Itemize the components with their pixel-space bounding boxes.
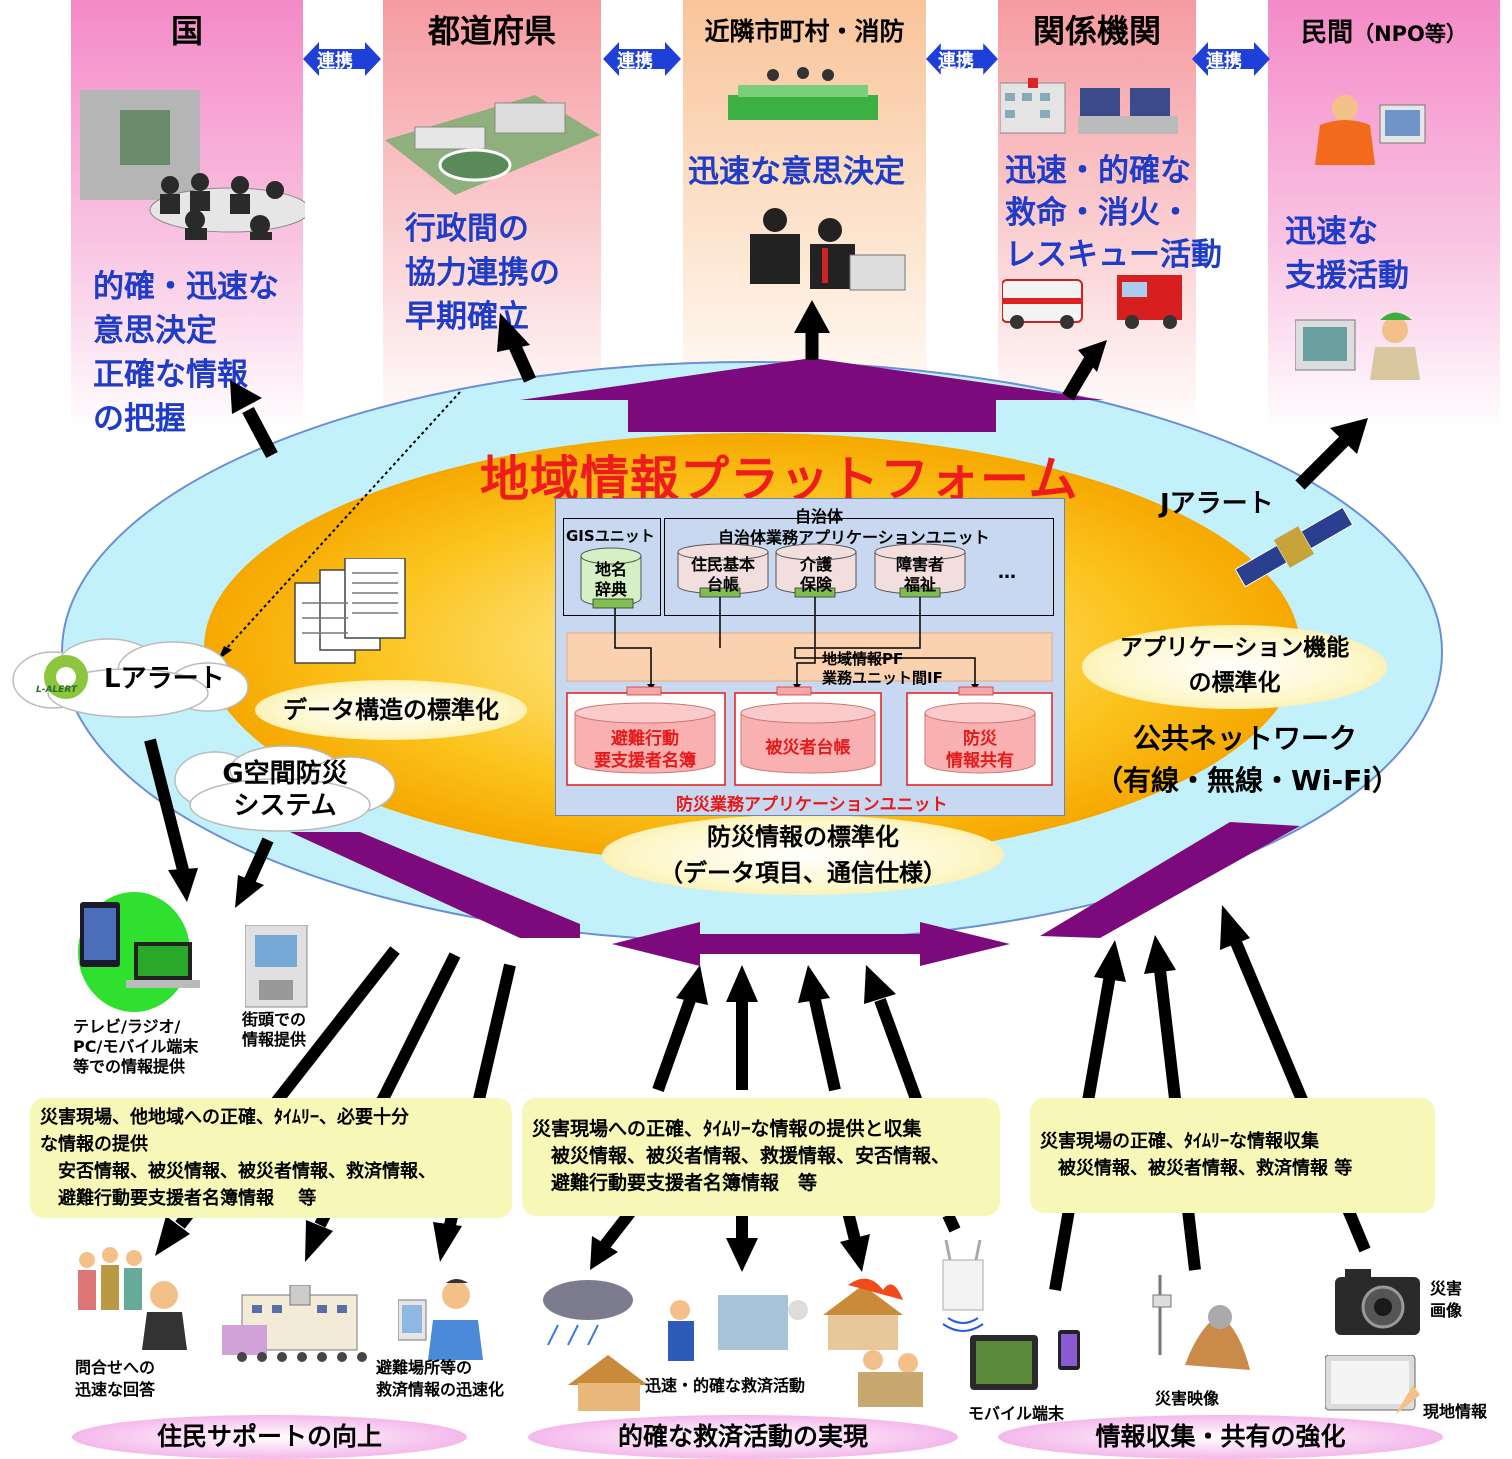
gis-unit-label: GISユニット — [566, 527, 655, 545]
video-label: 災害映像 — [1155, 1389, 1220, 1408]
juumin-kihon-db: 住民基本 台帳 — [690, 555, 755, 594]
image-label: 災害 画像 — [1430, 1279, 1463, 1320]
bousai-std-oval: 防災情報の標準化 （データ項目、通信仕様） — [602, 815, 1004, 895]
tv-info-label: テレビ/ラジオ/ PC/モバイル端末 等での情報提供 — [73, 1017, 199, 1076]
column-title: 都道府県 — [427, 12, 556, 50]
data-structure-oval: データ構造の標準化 — [255, 680, 527, 740]
platform-inner-graphics — [566, 543, 1053, 786]
documents-icon — [294, 558, 406, 664]
kaigo-hoken-db: 介護 保険 — [799, 555, 832, 594]
renkei-label: 連携 — [617, 51, 653, 72]
chimei-jiten-db: 地名 辞典 — [594, 560, 627, 599]
renkei-label: 連携 — [317, 51, 353, 72]
purple-arrow-up — [520, 358, 1104, 432]
satellite-icon — [1234, 506, 1354, 588]
l-alert-label: Lアラート — [104, 664, 225, 694]
app-unit-box — [664, 518, 1054, 616]
column-kankei-text: 迅速・的確な 救命・消火・ レスキュー活動 — [1005, 153, 1222, 273]
bousai-unit-label: 防災業務アプリケーションユニット — [676, 795, 948, 815]
column-kuni-text: 的確・迅速な 意思決定 正確な情報 の把握 — [93, 269, 279, 437]
info-box-collection: 災害現場の正確、ﾀｲﾑﾘｰな情報収集 被災情報、被災者情報、救済情報 等 — [1030, 1098, 1435, 1213]
rescue-label: 迅速・的確な救済活動 — [645, 1376, 806, 1395]
genchi-label: 現地情報 — [1423, 1402, 1488, 1421]
street-terminal-icon — [245, 925, 308, 1008]
renkei-arrow — [926, 43, 998, 75]
street-info-label: 街頭での 情報提供 — [242, 1010, 307, 1049]
column-title: 民間（NPO等） — [1268, 12, 1500, 49]
hisaisha-daichou-db: 被災者台帳 — [765, 738, 851, 758]
j-alert-label: Jアラート — [1160, 489, 1274, 519]
purple-arrow-center — [612, 922, 1010, 966]
app-std-oval: アプリケーション機能 の標準化 — [1082, 625, 1387, 709]
shougaisha-fukushi-db: 障害者 福祉 — [895, 555, 944, 594]
app-unit-label: 自治体業務アプリケーションユニット — [718, 528, 990, 547]
oval-resident-support: 住民サポートの向上 — [72, 1415, 467, 1459]
renkei-label: 連携 — [1206, 51, 1242, 72]
oval-rescue-activity: 的確な救済活動の実現 — [528, 1415, 958, 1459]
public-network-label: 公共ネットワーク （有線・無線・Wi-Fi） — [1095, 722, 1400, 797]
camera-icon — [1335, 1269, 1420, 1335]
column-title: 国 — [170, 12, 203, 50]
evacuation-label: 避難場所等の 救済情報の迅速化 — [376, 1358, 505, 1399]
g-space-label: G空間防災 システム — [222, 759, 348, 821]
renkei-arrow — [603, 42, 681, 76]
jichitai-label: 自治体 — [795, 507, 844, 526]
purple-arrow-right — [1040, 822, 1300, 938]
hinan-meibo-db: 避難行動 要支援者名簿 — [594, 729, 696, 771]
devices-icon — [78, 892, 200, 1012]
info-box-residents: 災害現場、他地域への正確、ﾀｲﾑﾘｰ、必要十分 な情報の提供 安否情報、被災情報… — [30, 1098, 512, 1218]
info-box-rescue: 災害現場への正確、ﾀｲﾑﾘｰな情報の提供と収集 被災情報、被災者情報、救援情報、… — [522, 1098, 1000, 1216]
operator-pc-icon — [1315, 95, 1426, 165]
more-ellipsis: … — [998, 562, 1016, 583]
ambulance-firetruck-icon — [1002, 275, 1182, 329]
pf-if-label: 地域情報PF 業務ユニット間IF — [822, 650, 943, 687]
column-title: 関係機関 — [1032, 12, 1161, 50]
conference-table-icon — [728, 67, 878, 120]
hospital-control-icon — [1000, 78, 1178, 134]
oval-info-sharing: 情報収集・共有の強化 — [998, 1415, 1443, 1459]
l-alert-logo: L-ALERT — [36, 685, 77, 695]
mobile-label: モバイル端末 — [968, 1404, 1065, 1423]
column-todofuken-text: 行政間の 協力連携の 早期確立 — [405, 211, 560, 335]
renkei-arrow — [1192, 42, 1270, 76]
disaster-scene-icon — [543, 1278, 923, 1411]
pc-user-icon — [398, 1279, 483, 1360]
column-title: 近隣市町村・消防 — [704, 17, 905, 46]
wifi-router-icon — [942, 1240, 984, 1332]
column-todofuken: 都道府県 — [383, 0, 601, 432]
purple-arrow-left — [290, 832, 580, 938]
inquiry-label: 問合せへの 迅速な回答 — [75, 1358, 156, 1399]
g-space-cloud — [174, 745, 396, 832]
renkei-arrow — [303, 42, 381, 76]
mobile-devices-icon — [970, 1330, 1080, 1390]
column-minkan-text: 迅速な 支援活動 — [1285, 214, 1409, 294]
gis-unit-box — [563, 518, 661, 616]
meeting-room-icon — [80, 90, 305, 240]
support-worker-icon — [1295, 312, 1420, 380]
column-title-main: 民間 — [1301, 18, 1354, 48]
decision-people-icon — [750, 208, 906, 291]
evacuation-school-icon — [222, 1285, 367, 1362]
bousai-kyouyuu-db: 防災 情報共有 — [946, 729, 1014, 771]
renkei-label: 連携 — [938, 51, 974, 72]
government-building-icon — [385, 95, 600, 195]
column-kinrin-text: 迅速な意思決定 — [688, 154, 905, 190]
inquiry-people-icon — [78, 1247, 187, 1350]
l-alert-cloud — [12, 638, 249, 718]
column-title-suffix: （NPO等） — [1353, 22, 1467, 46]
tablet-icon — [1325, 1355, 1420, 1415]
disaster-video-icon — [1152, 1275, 1250, 1370]
